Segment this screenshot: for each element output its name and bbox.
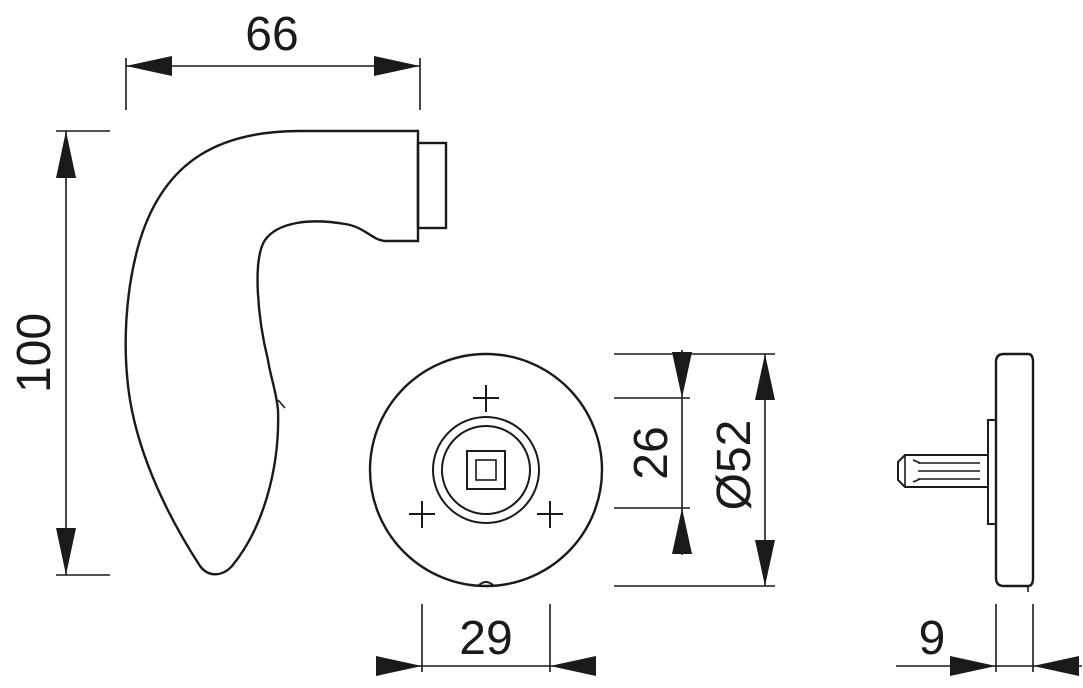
lever-outline — [124, 129, 420, 576]
dimension-spindle-spacing: 29 — [376, 604, 596, 676]
dimension-label-100: 100 — [8, 313, 61, 393]
screw-hole-top — [473, 385, 499, 412]
arrowhead — [1033, 656, 1079, 676]
dimension-rose-thickness: 9 — [896, 604, 1082, 676]
spindle — [897, 454, 989, 488]
dimension-label-9: 9 — [919, 612, 946, 665]
dimension-label-26: 26 — [625, 426, 678, 479]
dimension-label-66: 66 — [245, 8, 298, 61]
dimension-label-29: 29 — [459, 612, 512, 665]
dimension-lever-height: 100 — [8, 130, 110, 576]
screw-hole-left — [409, 501, 435, 528]
lever-handle — [124, 129, 448, 576]
arrowhead — [376, 656, 422, 676]
arrowhead — [672, 352, 692, 398]
lever-seam — [277, 399, 286, 409]
arrowhead — [950, 656, 996, 676]
arrowhead — [755, 540, 775, 586]
arrowhead — [126, 56, 172, 76]
arrowhead — [672, 508, 692, 554]
rose-notch — [477, 581, 495, 587]
lever-neck — [416, 141, 448, 230]
spindle-square-outer — [466, 450, 506, 490]
arrowhead — [56, 528, 76, 575]
rose-outline — [368, 352, 604, 588]
dimension-lever-width: 66 — [125, 8, 421, 110]
arrowhead — [374, 56, 420, 76]
rose-boss-outer — [432, 416, 540, 524]
screw-hole-right — [537, 501, 563, 528]
arrowhead — [56, 131, 76, 178]
rose-side-outline — [994, 352, 1035, 588]
arrowhead — [755, 354, 775, 400]
rose-front-view — [368, 352, 604, 588]
dimension-label-diameter: Ø52 — [708, 420, 761, 511]
spindle-square-inner — [475, 459, 497, 481]
dimension-rose-diameter: Ø52 — [614, 353, 775, 587]
arrowhead — [550, 656, 596, 676]
rose-side-view — [897, 352, 1035, 592]
dimension-hole-spacing: 26 — [614, 350, 692, 555]
rose-boss-inner — [441, 425, 531, 515]
